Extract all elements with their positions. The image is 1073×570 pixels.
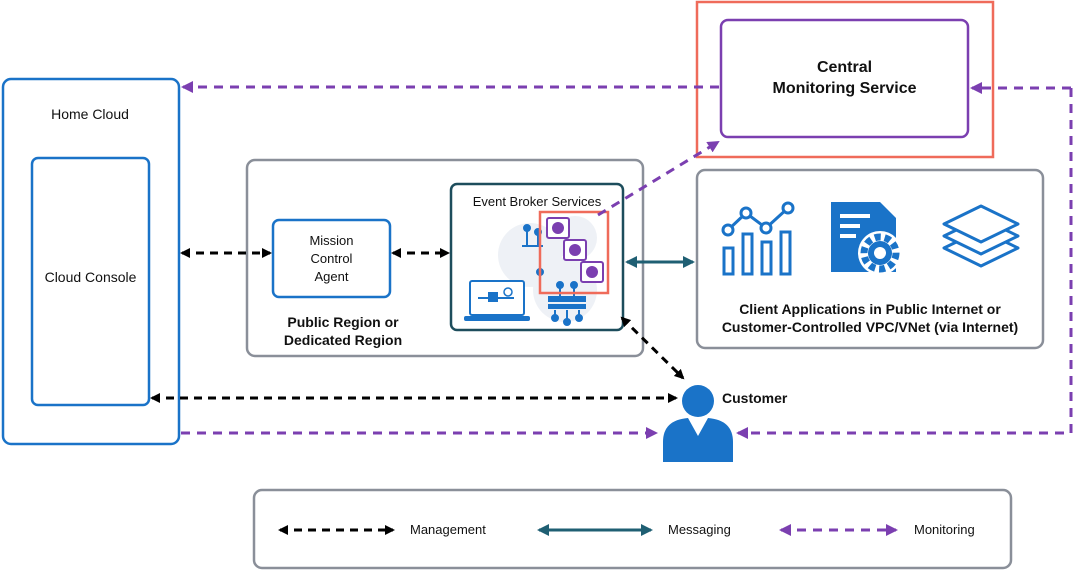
broker-art — [464, 210, 610, 326]
monitoring-connectors — [181, 81, 1073, 439]
central-monitoring-title: Central Monitoring Service — [721, 58, 968, 100]
legend-monitoring-label: Monitoring — [914, 522, 975, 537]
cloud-console-box — [30, 156, 151, 407]
cloud-console-label: Cloud Console — [44, 269, 137, 285]
laptop-icon — [464, 280, 530, 321]
layers-icon — [942, 204, 1020, 268]
client-apps-line2: Customer-Controlled VPC/VNet (via Intern… — [721, 319, 1019, 336]
mission-control-agent-label: Mission Control Agent — [273, 232, 390, 286]
event-broker-label: Event Broker Services — [472, 194, 602, 209]
bar-line-chart-icon — [721, 201, 795, 276]
agent-line2: Control — [310, 250, 353, 266]
legend-messaging-label: Messaging — [668, 522, 731, 537]
central-monitoring-line2: Monitoring Service — [772, 79, 917, 97]
customer-label: Customer — [722, 390, 788, 406]
central-monitoring-box — [719, 18, 970, 139]
document-gear-icon — [831, 202, 902, 275]
broker-mascot-icon — [546, 217, 604, 283]
agent-line3: Agent — [314, 268, 349, 284]
client-apps-line1: Client Applications in Public Internet o… — [739, 301, 1001, 317]
region-label: Public Region or Dedicated Region — [258, 313, 428, 349]
broker-mascot-highlight — [538, 210, 610, 295]
legend-management-label: Management — [410, 522, 486, 537]
client-apps-label: Client Applications in Public Internet o… — [697, 300, 1043, 336]
person-icon — [663, 385, 733, 462]
management-connectors — [150, 248, 685, 403]
region-label-line2: Dedicated Region — [283, 332, 403, 349]
agent-line1: Mission — [309, 233, 354, 248]
central-monitoring-line1: Central — [816, 59, 873, 76]
central-monitoring-highlight — [695, 0, 995, 159]
home-cloud-label: Home Cloud — [51, 106, 129, 122]
mission-control-agent-box — [271, 218, 392, 299]
region-label-line1: Public Region or — [287, 314, 399, 330]
